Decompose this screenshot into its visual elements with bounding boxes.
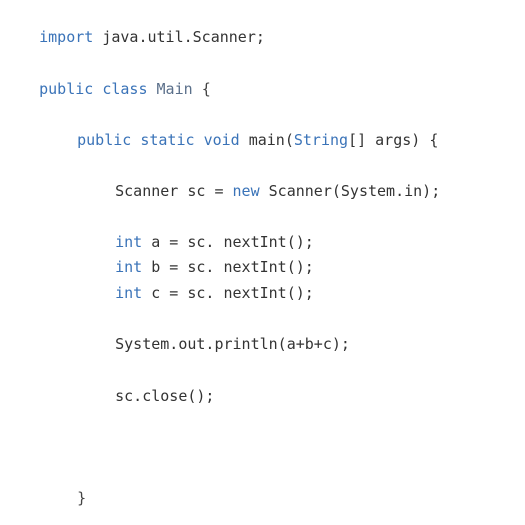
statement-int-b: b = sc. nextInt();	[142, 258, 314, 276]
code-line-close-brace: }	[41, 471, 86, 507]
code-line-scanner-init: Scanner sc = new Scanner(System.in);	[79, 164, 440, 200]
keyword-import: import	[39, 28, 94, 46]
class-name: Main	[156, 80, 193, 98]
code-line-int-a: int a = sc. nextInt();	[79, 215, 314, 251]
code-line-println: System.out.println(a+b+c);	[79, 317, 350, 353]
scanner-constructor: Scanner(System.in);	[259, 182, 441, 200]
keyword-int: int	[115, 233, 143, 251]
type-string: String	[293, 131, 349, 149]
code-line-main-method: public static void main(String[] args) {	[41, 113, 438, 149]
import-path: java.util.Scanner;	[93, 28, 265, 46]
method-params: [] args) {	[348, 131, 439, 149]
keyword-int: int	[115, 258, 143, 276]
keyword-class: class	[102, 80, 148, 98]
code-line-class-declaration: public class Main {	[3, 62, 211, 98]
scanner-declaration: Scanner sc =	[115, 182, 233, 200]
keyword-static: static	[140, 131, 195, 149]
statement-int-c: c = sc. nextInt();	[142, 284, 314, 302]
statement-println: System.out.println(a+b+c);	[115, 335, 350, 353]
method-name: main(	[248, 131, 294, 149]
keyword-public: public	[77, 131, 132, 149]
keyword-void: void	[203, 131, 240, 149]
statement-int-a: a = sc. nextInt();	[142, 233, 314, 251]
keyword-new: new	[232, 182, 260, 200]
method-close-brace: }	[77, 489, 87, 507]
code-editor[interactable]: import java.util.Scanner; public class M…	[0, 0, 525, 507]
code-line-int-b: int b = sc. nextInt();	[79, 240, 314, 276]
keyword-public: public	[39, 80, 94, 98]
statement-close: sc.close();	[115, 387, 215, 405]
keyword-int: int	[115, 284, 143, 302]
code-line-import: import java.util.Scanner;	[3, 10, 265, 46]
class-open-brace: {	[201, 80, 211, 98]
code-line-close: sc.close();	[79, 369, 214, 405]
code-line-int-c: int c = sc. nextInt();	[79, 266, 314, 302]
